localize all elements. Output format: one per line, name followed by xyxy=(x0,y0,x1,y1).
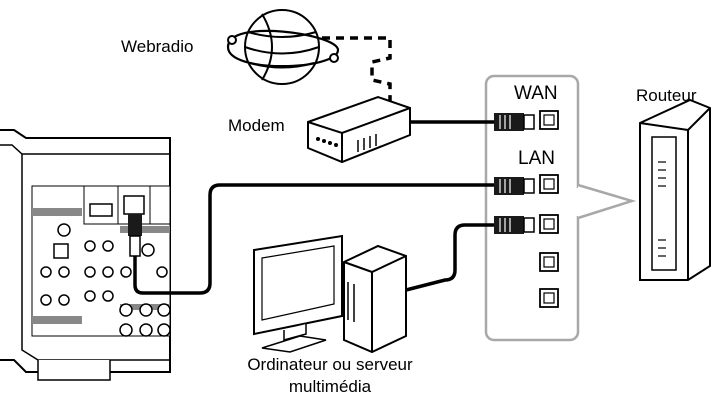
lan-port-icon xyxy=(539,174,559,194)
globe-icon xyxy=(226,9,340,85)
wan-port-icon xyxy=(539,110,559,130)
webradio-label: Webradio xyxy=(121,37,194,56)
router-port-panel xyxy=(484,74,637,342)
computer-label: Ordinateur ou serveur multimédia xyxy=(220,354,440,398)
computer-device xyxy=(253,234,407,354)
lan-label: LAN xyxy=(518,148,555,169)
lan-port-icon xyxy=(539,214,559,234)
ethernet-plug-icon xyxy=(494,113,535,131)
router-label: Routeur xyxy=(636,86,697,105)
receiver-lan-cable xyxy=(133,183,494,295)
modem-label: Modem xyxy=(228,116,285,135)
wan-label: WAN xyxy=(514,83,558,104)
computer-lan-cable xyxy=(405,223,494,292)
receiver-back-panel xyxy=(0,129,171,381)
computer-label-line1: Ordinateur ou serveur xyxy=(247,355,413,374)
router-ports xyxy=(539,110,559,308)
ethernet-plug-icon xyxy=(494,177,535,195)
computer-label-line2: multimédia xyxy=(288,377,372,396)
internet-link-dashed xyxy=(322,36,392,102)
ethernet-plug-icon xyxy=(494,216,535,234)
modem-device xyxy=(307,95,411,164)
lan-port-icon xyxy=(539,252,559,272)
lan-port-icon xyxy=(539,288,559,308)
router-device xyxy=(639,98,711,281)
